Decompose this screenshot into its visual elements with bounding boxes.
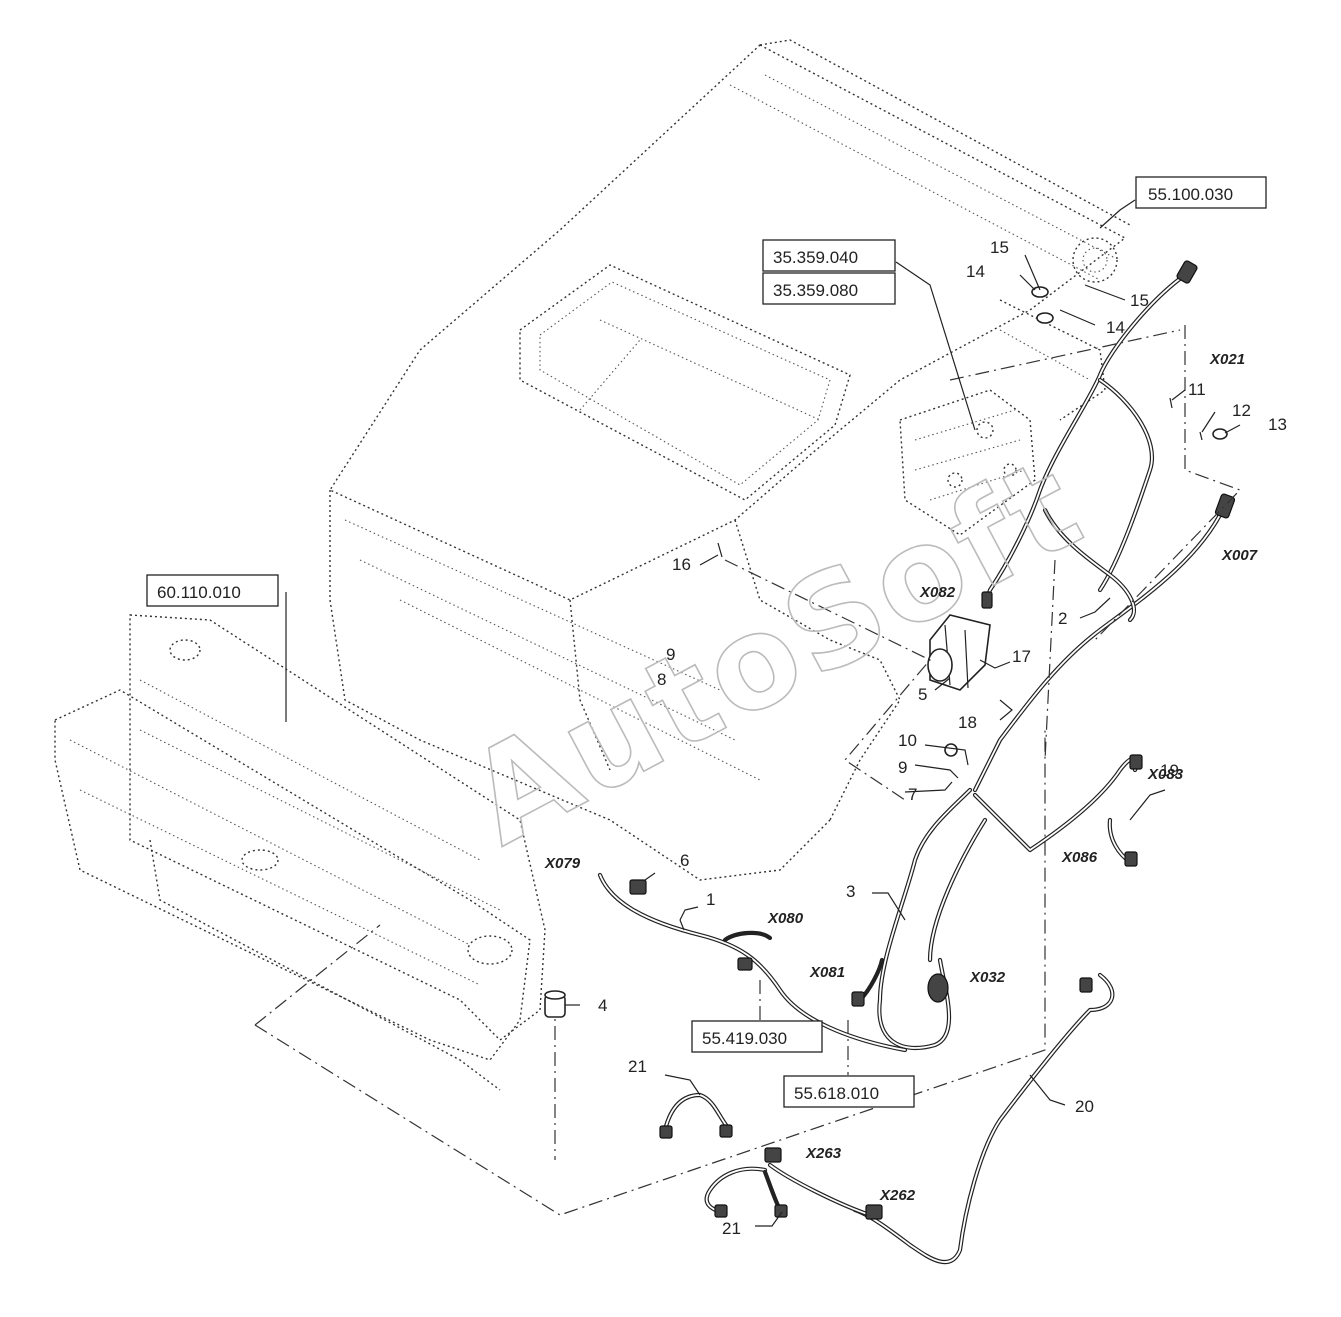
callout-20: 20 (1075, 1097, 1094, 1116)
cab-frame (328, 39, 1131, 881)
callout-1: 1 (706, 890, 715, 909)
callout-17: 17 (1012, 647, 1031, 666)
callout-9-lower: 9 (898, 758, 907, 777)
reference-boxes: 55.100.030 35.359.040 35.359.080 60.110.… (146, 176, 1267, 1108)
svg-text:55.100.030: 55.100.030 (1148, 185, 1233, 204)
callout-14-left: 14 (966, 262, 985, 281)
svg-text:60.110.010: 60.110.010 (157, 583, 241, 602)
callout-6: 6 (680, 851, 689, 870)
callout-9-upper: 9 (666, 645, 675, 664)
leader-lines (285, 199, 1241, 1227)
fasteners (679, 286, 1228, 931)
callout-4: 4 (598, 996, 607, 1015)
valve-block (899, 389, 1036, 536)
svg-text:35.359.040: 35.359.040 (773, 248, 858, 267)
switch-module-5 (927, 614, 991, 691)
bushing-4 (544, 990, 566, 1018)
callout-15-right: 15 (1130, 291, 1149, 310)
ref-box-35-359-080[interactable]: 35.359.080 (762, 272, 896, 305)
callout-19: 19 (1160, 761, 1179, 780)
reference-lines (724, 325, 1242, 1075)
connector-labels: X021 X007 X082 X083 X086 X079 X080 X081 … (544, 351, 1258, 1204)
connector-x007: X007 (1221, 547, 1258, 564)
callout-5: 5 (918, 685, 927, 704)
wiring-harnesses (597, 272, 1228, 1265)
ref-box-55-618-010[interactable]: 55.618.010 (783, 1075, 915, 1108)
svg-text:35.359.080: 35.359.080 (773, 281, 858, 300)
callout-11: 11 (1188, 380, 1206, 399)
connector-x081: X081 (809, 964, 845, 981)
watermark: AutoSoft (446, 429, 1106, 874)
lower-frame (54, 614, 1046, 1216)
ref-box-60-110-010[interactable]: 60.110.010 (146, 574, 279, 607)
connector-x262: X262 (879, 1187, 916, 1204)
callout-10: 10 (898, 731, 917, 750)
svg-text:55.419.030: 55.419.030 (702, 1029, 787, 1048)
callout-3: 3 (846, 882, 855, 901)
callout-numbers: 1 2 3 4 5 6 7 8 9 9 10 11 12 13 14 14 15… (598, 238, 1287, 1238)
callout-16: 16 (672, 555, 691, 574)
callout-7: 7 (908, 785, 917, 804)
connector-x082: X082 (919, 584, 956, 601)
ref-box-55-419-030[interactable]: 55.419.030 (691, 1020, 823, 1053)
connector-x021: X021 (1209, 351, 1245, 368)
connector-x083: X083 (1147, 766, 1184, 783)
callout-8: 8 (657, 670, 666, 689)
connector-x080: X080 (767, 910, 804, 927)
callout-21-upper: 21 (628, 1057, 647, 1076)
connector-x032: X032 (969, 969, 1006, 986)
connector-x086: X086 (1061, 849, 1098, 866)
svg-text:55.618.010: 55.618.010 (794, 1084, 879, 1103)
connector-x079: X079 (544, 855, 581, 872)
callout-12: 12 (1232, 401, 1251, 420)
connector-x263: X263 (805, 1145, 842, 1162)
callout-15-left: 15 (990, 238, 1009, 257)
callout-18: 18 (958, 713, 977, 732)
ref-box-35-359-040[interactable]: 35.359.040 (762, 239, 896, 272)
callout-14-right: 14 (1106, 318, 1125, 337)
ref-box-55-100-030[interactable]: 55.100.030 (1135, 176, 1267, 209)
callout-21-lower: 21 (722, 1219, 741, 1238)
callout-2: 2 (1058, 609, 1067, 628)
callout-13: 13 (1268, 415, 1287, 434)
